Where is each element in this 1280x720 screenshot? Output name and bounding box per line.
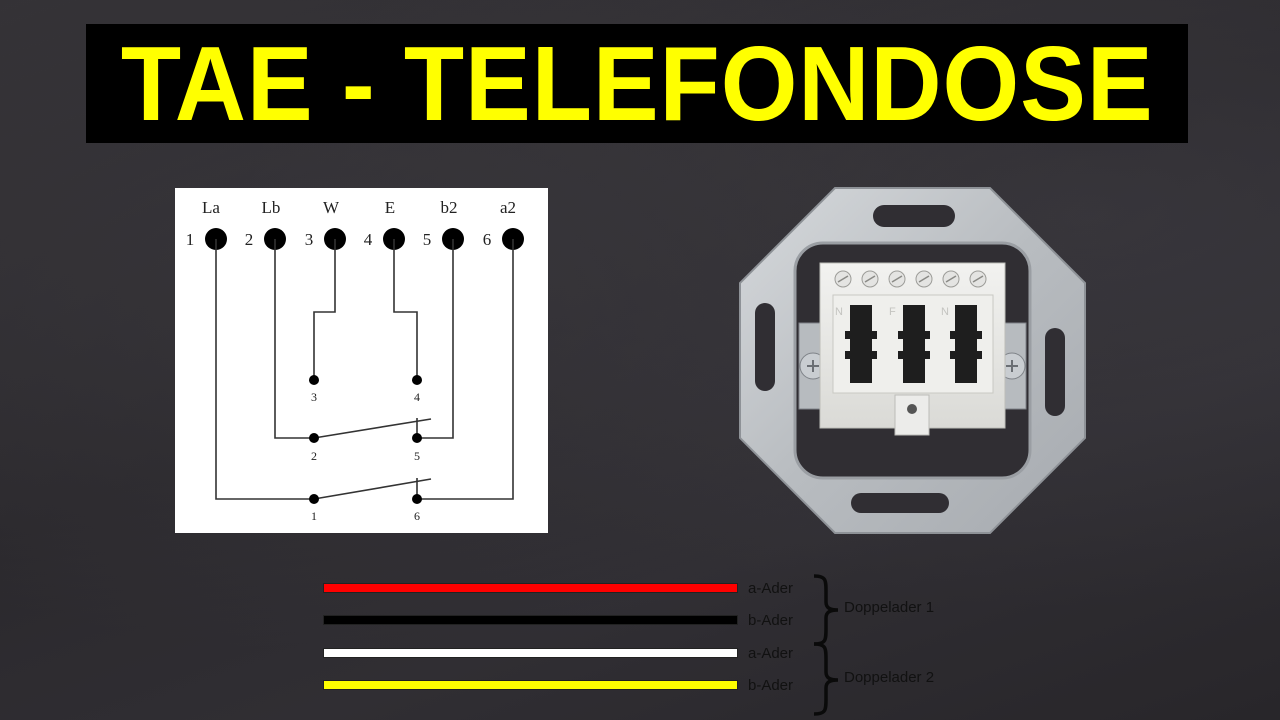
contact-label-4: 4 xyxy=(414,390,420,404)
contact-label-2: 2 xyxy=(311,449,317,463)
wire-yellow xyxy=(323,680,738,690)
port-code-right: N xyxy=(941,306,949,318)
terminal-number-1: 1 xyxy=(186,230,195,249)
contact-label-6: 6 xyxy=(414,509,420,523)
port-code-middle: F xyxy=(889,306,896,318)
wire-label-4: b-Ader xyxy=(748,677,794,694)
pair-label-1: Doppelader 1 xyxy=(844,599,935,616)
wire-white xyxy=(323,648,738,658)
wire-label-1: a-Ader xyxy=(748,580,794,597)
terminal-number-2: 2 xyxy=(245,230,254,249)
port-code-left: N xyxy=(835,306,843,318)
terminal-name-6: a2 xyxy=(500,198,516,217)
page-title: TAE - TELEFONDOSE xyxy=(120,24,1154,143)
pair-label-2: Doppelader 2 xyxy=(844,669,935,686)
wire-label-3: a-Ader xyxy=(748,645,794,662)
terminal-name-1: La xyxy=(202,198,220,217)
brace-icon-pair-1 xyxy=(813,574,839,646)
terminal-name-4: E xyxy=(385,198,395,217)
title-banner: TAE - TELEFONDOSE xyxy=(86,24,1188,143)
terminal-number-5: 5 xyxy=(423,230,432,249)
contact-label-1: 1 xyxy=(311,509,317,523)
terminal-number-6: 6 xyxy=(483,230,492,249)
inner-contacts xyxy=(309,375,422,504)
tae-socket-photo: N F N xyxy=(725,183,1100,538)
terminal-number-3: 3 xyxy=(305,230,314,249)
contact-label-3: 3 xyxy=(311,390,317,404)
terminal-name-5: b2 xyxy=(441,198,458,217)
wiring-lines xyxy=(215,239,514,500)
brace-icon-pair-2 xyxy=(813,642,839,716)
contact-label-5: 5 xyxy=(414,449,420,463)
tae-wiring-schematic: La Lb W E b2 a2 1 2 3 4 5 6 xyxy=(175,188,548,533)
wire-black xyxy=(323,615,738,625)
wire-red xyxy=(323,583,738,593)
socket-insert: N F N xyxy=(819,262,1006,436)
terminal-name-2: Lb xyxy=(262,198,281,217)
terminal-name-3: W xyxy=(323,198,340,217)
terminal-number-4: 4 xyxy=(364,230,373,249)
wire-label-2: b-Ader xyxy=(748,612,794,629)
